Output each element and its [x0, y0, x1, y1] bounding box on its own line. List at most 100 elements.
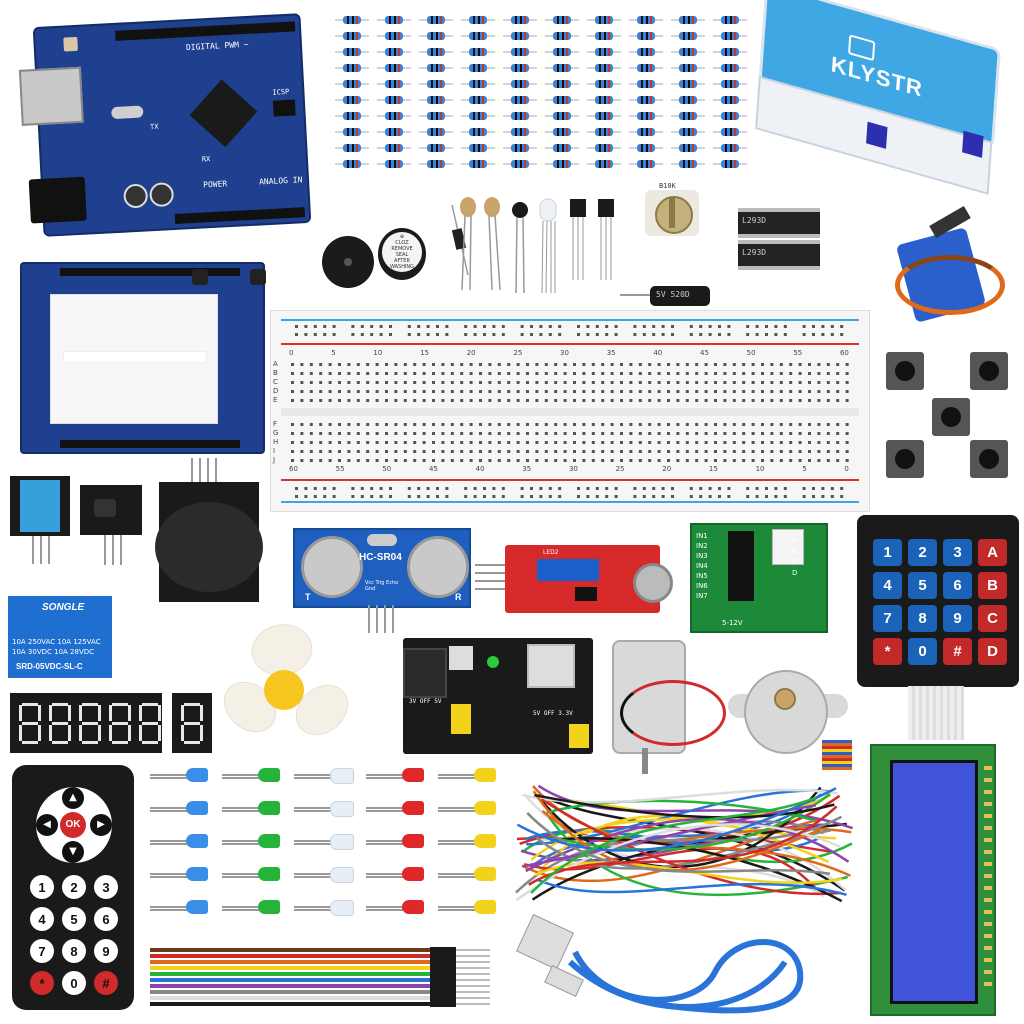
segment [112, 722, 128, 725]
led-leg [222, 909, 262, 911]
segment [109, 725, 112, 741]
ultrasonic-label: HC-SR04 [359, 552, 402, 563]
remote-key-9[interactable]: 9 [94, 939, 118, 963]
led-leg [294, 873, 334, 875]
keypad-key-D[interactable]: D [978, 638, 1007, 665]
keypad-key-0[interactable]: 0 [908, 638, 937, 665]
segment [79, 705, 82, 721]
led [258, 834, 280, 848]
push-button-1 [886, 352, 924, 390]
relay-model: SRD-05VDC-SL-C [16, 662, 83, 671]
segment [22, 741, 38, 744]
keypad-key-3[interactable]: 3 [943, 539, 972, 566]
led-leg [366, 876, 406, 878]
keypad-key-7[interactable]: 7 [873, 605, 902, 632]
push-button-2 [970, 352, 1008, 390]
breadboard-col-number: 20 [662, 465, 672, 473]
dupont-connector [430, 971, 456, 977]
stepper-driver-led-label: A [792, 536, 797, 544]
remote-key-1[interactable]: 1 [30, 875, 54, 899]
remote-key-6[interactable]: 6 [94, 907, 118, 931]
ic-chip-1-label: L293D [742, 216, 767, 225]
silk-analog: ANALOG IN [258, 175, 303, 187]
led-leg [150, 840, 190, 842]
remote-key-0[interactable]: 0 [62, 971, 86, 995]
power-module-led [487, 656, 499, 668]
segment [200, 705, 203, 721]
led-leg [294, 777, 334, 779]
fan-propeller [223, 624, 349, 736]
remote-ok-button[interactable]: OK [60, 812, 86, 838]
through-hole-parts [451, 197, 614, 294]
remote-left-icon[interactable]: ◀ [36, 814, 58, 836]
keypad-key-9[interactable]: 9 [943, 605, 972, 632]
header-digital [114, 21, 296, 41]
led [186, 768, 208, 782]
stepper-driver-pin-label: IN5 [696, 572, 708, 580]
jumper-wire [525, 829, 821, 853]
dupont-connector [430, 947, 456, 953]
segment [19, 705, 22, 721]
seven-segment-digits [19, 703, 203, 744]
remote-key-8[interactable]: 8 [62, 939, 86, 963]
remote-up-icon[interactable]: ▲ [62, 787, 84, 809]
keypad-key-C[interactable]: C [978, 605, 1007, 632]
stepper-driver-voltage: 5-12V [722, 619, 743, 627]
power-module-usb [527, 644, 575, 688]
segment [109, 705, 112, 721]
remote-key-5[interactable]: 5 [62, 907, 86, 931]
photoresistor-2 [484, 197, 501, 291]
silk-power: POWER [202, 179, 228, 190]
remote-key-*[interactable]: * [30, 971, 54, 995]
buzzer-sticker-line2: CLOZ [395, 240, 409, 246]
keypad-key-6[interactable]: 6 [943, 572, 972, 599]
led-leg [150, 774, 190, 776]
remote-right-icon[interactable]: ▶ [90, 814, 112, 836]
segment [52, 741, 68, 744]
remote-key-3[interactable]: 3 [94, 875, 118, 899]
power-module-label: 3V OFF 5V [409, 698, 442, 705]
remote-key-2[interactable]: 2 [62, 875, 86, 899]
remote-key-7[interactable]: 7 [30, 939, 54, 963]
keypad-key-B[interactable]: B [978, 572, 1007, 599]
remote-down-icon[interactable]: ▼ [62, 841, 84, 863]
ribbon-dupont-cable [150, 947, 490, 1007]
keypad-key-*[interactable]: * [873, 638, 902, 665]
dc-motor [610, 640, 730, 780]
jumper-wire [534, 793, 835, 819]
pot-label: B10K [659, 182, 676, 190]
breadboard-col-number: 40 [653, 349, 663, 357]
led-leg [438, 873, 478, 875]
buzzer-sticker-line6: WASHING [389, 264, 415, 270]
push-button-3 [932, 398, 970, 436]
keypad-key-1[interactable]: 1 [873, 539, 902, 566]
keypad-key-2[interactable]: 2 [908, 539, 937, 566]
keypad-key-A[interactable]: A [978, 539, 1007, 566]
jumper-wire [553, 793, 831, 851]
led [186, 834, 208, 848]
segment [181, 725, 184, 741]
keypad-key-4[interactable]: 4 [873, 572, 902, 599]
segment [22, 703, 38, 706]
breadboard-col-number: 45 [428, 465, 438, 473]
breadboard-col-number: 30 [560, 349, 569, 357]
segment [142, 741, 158, 744]
power-module-jumper-1 [451, 704, 471, 734]
led-leg [294, 906, 334, 908]
keypad-key-8[interactable]: 8 [908, 605, 937, 632]
remote-key-#[interactable]: # [94, 971, 118, 995]
remote-key-4[interactable]: 4 [30, 907, 54, 931]
ultrasonic-crystal [367, 534, 397, 546]
breadboard-row-letter: F [273, 420, 278, 428]
sound-sensor-pot [537, 559, 599, 581]
segment [142, 722, 158, 725]
keypad-key-#[interactable]: # [943, 638, 972, 665]
keypad-key-5[interactable]: 5 [908, 572, 937, 599]
segment [139, 705, 142, 721]
breadboard-col-number: 25 [513, 349, 523, 357]
